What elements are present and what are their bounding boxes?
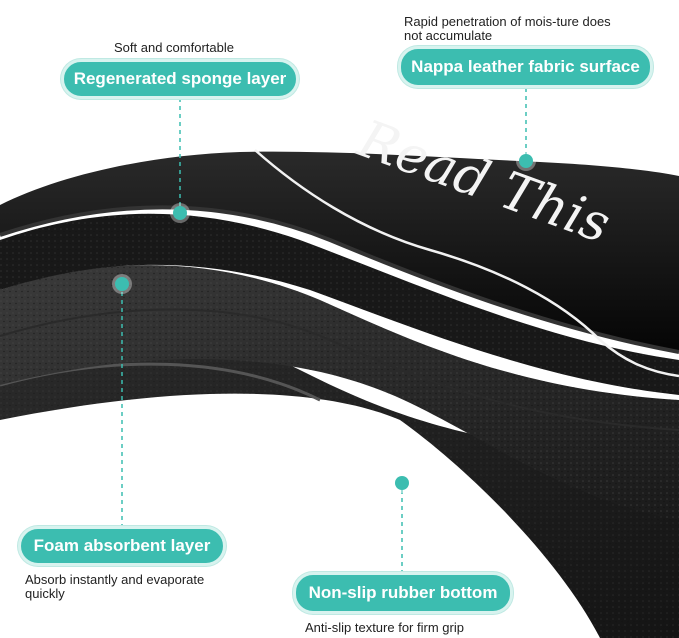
foam-caption: Absorb instantly and evaporate quickly (25, 572, 205, 601)
rubber-caption: Anti-slip texture for firm grip (305, 620, 464, 635)
foam-layer-label: Foam absorbent layer (18, 526, 226, 566)
rubber-bottom-label: Non-slip rubber bottom (293, 572, 513, 614)
regenerated-sponge-layer (0, 213, 679, 395)
callout-dots (112, 151, 536, 493)
foam-absorbent-layer (0, 265, 679, 520)
nappa-leather-top-layer (0, 149, 679, 378)
sponge-caption: Soft and comfortable (114, 40, 234, 55)
leather-surface-label: Nappa leather fabric surface (398, 46, 653, 88)
callout-leader-lines (121, 88, 527, 574)
sponge-layer-label: Regenerated sponge layer (61, 59, 299, 99)
leather-caption: Rapid penetration of mois-ture does not … (404, 14, 611, 43)
